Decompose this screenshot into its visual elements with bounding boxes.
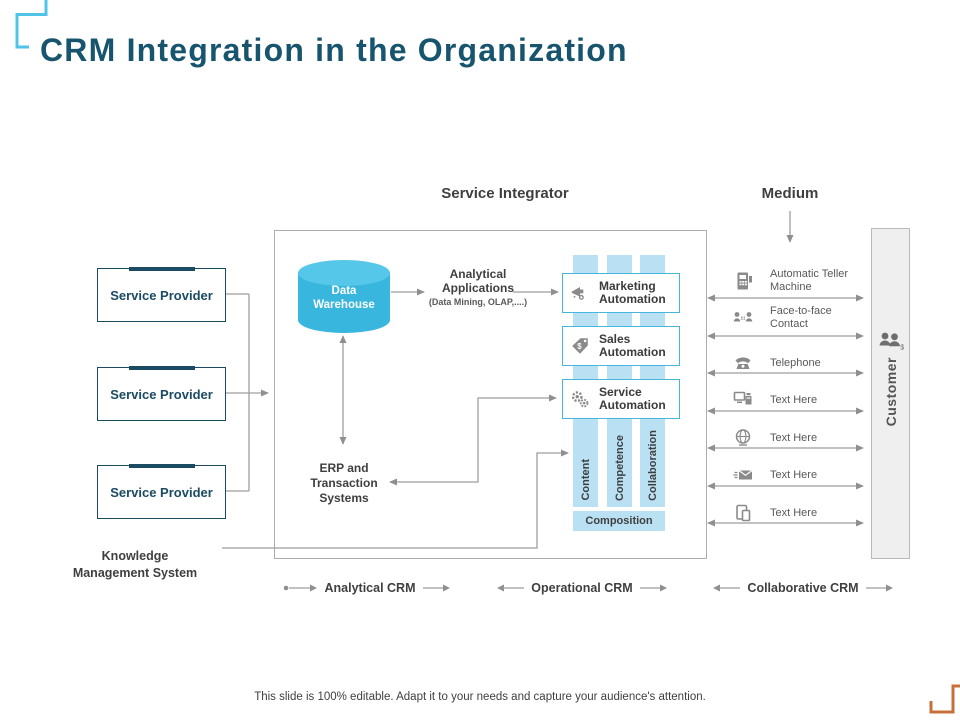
data-warehouse-cylinder [298, 260, 390, 333]
telephone-icon [730, 351, 756, 375]
bottom-right-bracket-decoration [929, 684, 960, 714]
service-provider-box-2: Service Provider [97, 365, 226, 421]
operational-crm-label: Operational CRM [531, 581, 633, 595]
analytical-applications-label: Analytical Applications [441, 267, 514, 295]
customers-dollar-icon: $ [876, 331, 906, 351]
pillar-content-label: Content [579, 459, 592, 501]
service-provider-label: Service Provider [110, 287, 213, 303]
analytical-crm-label: Analytical CRM [324, 581, 416, 595]
medium-item-face-to-face: Face-to-face Contact [730, 303, 880, 333]
analytical-applications-block: Analytical Applications (Data Mining, OL… [425, 267, 531, 308]
medium-header: Medium [761, 185, 819, 202]
megaphone-icon [569, 282, 591, 304]
service-provider-box-1: Service Provider [97, 266, 226, 322]
knowledge-management-system-label: Knowledge Management System [72, 549, 198, 580]
slide-title: CRM Integration in the Organization [40, 32, 628, 68]
customer-bar: $ Customer [871, 228, 910, 559]
medium-item-label: Text Here [770, 506, 818, 519]
analytical-applications-subtitle: (Data Mining, OLAP,....) [428, 297, 528, 307]
collaborative-crm-label: Collaborative CRM [747, 581, 859, 595]
globe-icon [730, 426, 756, 450]
pillar-collaboration-label: Collaboration [646, 430, 659, 501]
arrow-left-icon [713, 584, 741, 592]
arrow-right-icon [422, 584, 450, 592]
box-top-accent-bar [128, 365, 195, 370]
mobile-icon [730, 501, 756, 525]
customer-label: Customer [882, 357, 899, 427]
medium-item-computer: Text Here [730, 385, 880, 415]
arrow-right-icon [865, 584, 893, 592]
operational-crm-row: Operational CRM [487, 579, 677, 597]
dot-arrow-right-icon [283, 584, 317, 592]
composition-bar: Composition [573, 511, 665, 531]
medium-item-label: Telephone [770, 356, 821, 369]
face-to-face-icon [730, 306, 756, 330]
price-tag-icon: $ [569, 335, 591, 357]
gears-icon [569, 388, 591, 410]
medium-item-label: Text Here [770, 468, 818, 481]
service-integrator-header: Service Integrator [441, 185, 569, 202]
computer-icon [730, 388, 756, 412]
pillar-competence-label: Competence [613, 434, 626, 501]
medium-item-atm: Automatic Teller Machine [730, 266, 880, 296]
box-top-accent-bar [128, 463, 195, 468]
service-automation-box: Service Automation [562, 379, 680, 419]
data-warehouse-label: Data Warehouse [313, 285, 375, 311]
atm-icon [730, 269, 756, 293]
medium-item-telephone: Telephone [730, 348, 880, 378]
service-provider-label: Service Provider [110, 484, 213, 500]
sales-automation-box: $ Sales Automation [562, 326, 680, 366]
box-top-accent-bar [128, 266, 195, 271]
service-provider-label: Service Provider [110, 386, 213, 402]
marketing-automation-label: Marketing Automation [599, 278, 666, 306]
svg-text:$: $ [577, 342, 582, 351]
service-provider-box-3: Service Provider [97, 463, 226, 519]
service-integrator-container [274, 230, 707, 559]
arrow-right-icon [639, 584, 667, 592]
top-left-bracket-decoration [15, 0, 48, 49]
medium-item-label: Automatic Teller Machine [770, 268, 849, 293]
email-icon [730, 463, 756, 487]
arrow-left-icon [497, 584, 525, 592]
medium-item-mobile: Text Here [730, 498, 880, 528]
service-automation-label: Service Automation [599, 384, 666, 412]
marketing-automation-box: Marketing Automation [562, 273, 680, 313]
medium-item-email: Text Here [730, 460, 880, 490]
collaborative-crm-row: Collaborative CRM [707, 579, 899, 597]
medium-item-label: Text Here [770, 393, 818, 406]
erp-transaction-systems-label: ERP and Transaction Systems [310, 461, 378, 505]
medium-item-web: Text Here [730, 423, 880, 453]
medium-item-label: Text Here [770, 431, 818, 444]
analytical-crm-row: Analytical CRM [272, 579, 462, 597]
footer-note: This slide is 100% editable. Adapt it to… [254, 691, 706, 703]
sales-automation-label: Sales Automation [599, 331, 666, 359]
medium-item-label: Face-to-face Contact [770, 305, 832, 330]
svg-text:$: $ [900, 345, 904, 352]
